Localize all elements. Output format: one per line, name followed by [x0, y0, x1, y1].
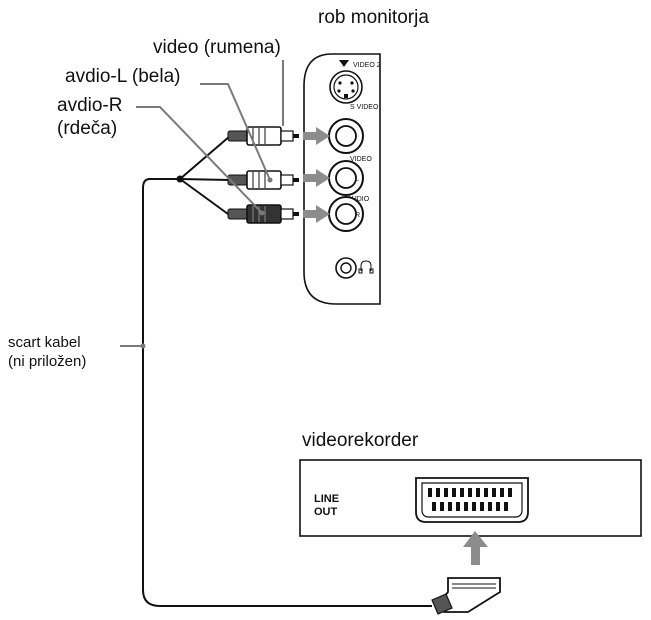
- cable-junction: [176, 175, 184, 183]
- monitor-side-panel: VIDEO 2 S VIDEO VIDEO L AUDIO: [303, 53, 381, 305]
- audio-l-cable-label: avdio-L (bela): [65, 66, 180, 87]
- video-cable-label: video (rumena): [153, 37, 281, 58]
- vcr-panel: LINE OUT: [299, 459, 642, 537]
- leader-dot-scart: [140, 343, 146, 349]
- scart-socket: [415, 477, 529, 523]
- video-plug: [227, 126, 299, 146]
- audio-r-color-label: (rdeča): [57, 118, 117, 139]
- video-jack-label: VIDEO: [350, 156, 372, 163]
- vcr-label: videorekorder: [302, 430, 419, 451]
- leader-dot-audio-l: [267, 177, 273, 183]
- scart-cable-label: scart kabel: [8, 334, 81, 351]
- video-jack: [328, 118, 364, 154]
- headphone-icon: [358, 260, 374, 274]
- leader-lines: [120, 60, 284, 347]
- s-video-label: S VIDEO: [350, 104, 379, 111]
- audio-l-jack: [328, 160, 364, 196]
- line-out-label-out: OUT: [314, 506, 338, 518]
- audio-l-plug: [227, 170, 299, 190]
- monitor-edge-label: rob monitorja: [318, 7, 429, 28]
- leader-dot-audio-r: [259, 210, 265, 216]
- audio-r-jack-label: R: [355, 212, 360, 219]
- headphone-jack: [335, 257, 357, 279]
- vcr-insert-arrow: [463, 531, 488, 565]
- audio-l-jack-label: L: [355, 176, 359, 183]
- video2-triangle-icon: [339, 60, 349, 67]
- s-video-jack: [329, 70, 363, 104]
- video2-label: VIDEO 2: [353, 62, 381, 69]
- audio-group-label: AUDIO: [347, 196, 370, 203]
- insert-arrows: [303, 127, 330, 223]
- scart-plug: [431, 577, 501, 615]
- audio-r-cable-label: avdio-R: [57, 95, 122, 116]
- line-out-label-line: LINE: [314, 493, 339, 505]
- cables: [142, 135, 432, 607]
- scart-note-label: (ni priložen): [8, 353, 86, 370]
